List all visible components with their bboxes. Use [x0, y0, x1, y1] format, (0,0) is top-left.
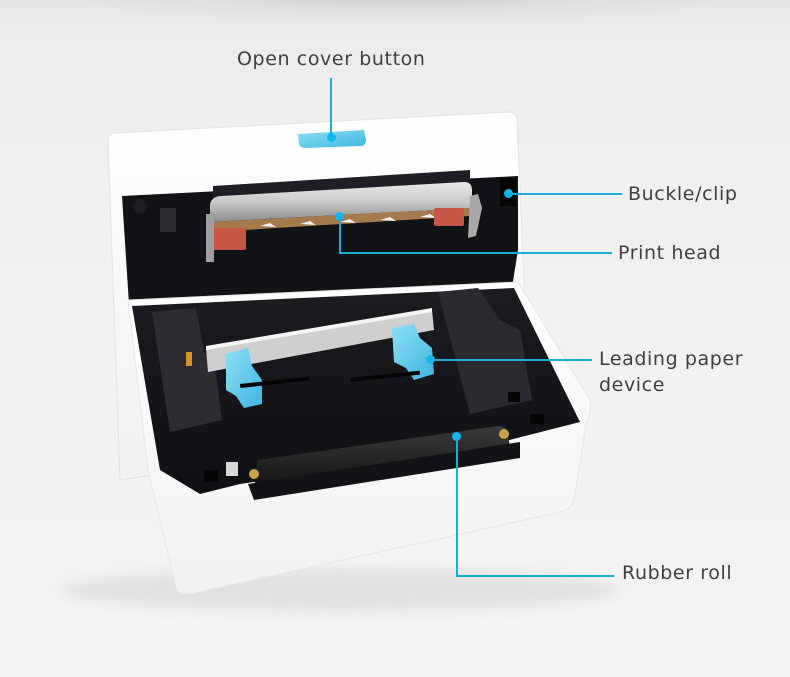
leading-paper-device-part	[392, 324, 434, 380]
open-cover-button-marker-dot	[327, 133, 336, 142]
print-head-leader-line-horizontal	[339, 252, 612, 254]
print-head-leader-line-vertical	[339, 216, 341, 253]
rubber-roll-part	[254, 426, 510, 486]
print-head-label: Print head	[618, 242, 722, 264]
buckle-clip-label: Buckle/clip	[628, 183, 738, 205]
leading-paper-device-label-line2: device	[599, 374, 666, 396]
rubber-roll-leader-line-horizontal	[456, 575, 614, 577]
leading-paper-device-label: Leading paper device	[599, 346, 743, 398]
buckle-clip-leader-line	[509, 193, 622, 195]
buckle-clip-marker-dot	[504, 189, 513, 198]
rubber-roll-label: Rubber roll	[622, 562, 733, 584]
leading-paper-device-leader-line	[431, 359, 592, 361]
leading-paper-device-label-line1: Leading paper	[599, 348, 744, 370]
open-cover-button-leader-line	[330, 78, 332, 136]
leading-paper-device-marker-dot	[426, 355, 435, 364]
open-cover-button-label: Open cover button	[237, 48, 426, 70]
rubber-roll-leader-line-vertical	[456, 436, 458, 576]
top-shadow	[40, 0, 760, 22]
